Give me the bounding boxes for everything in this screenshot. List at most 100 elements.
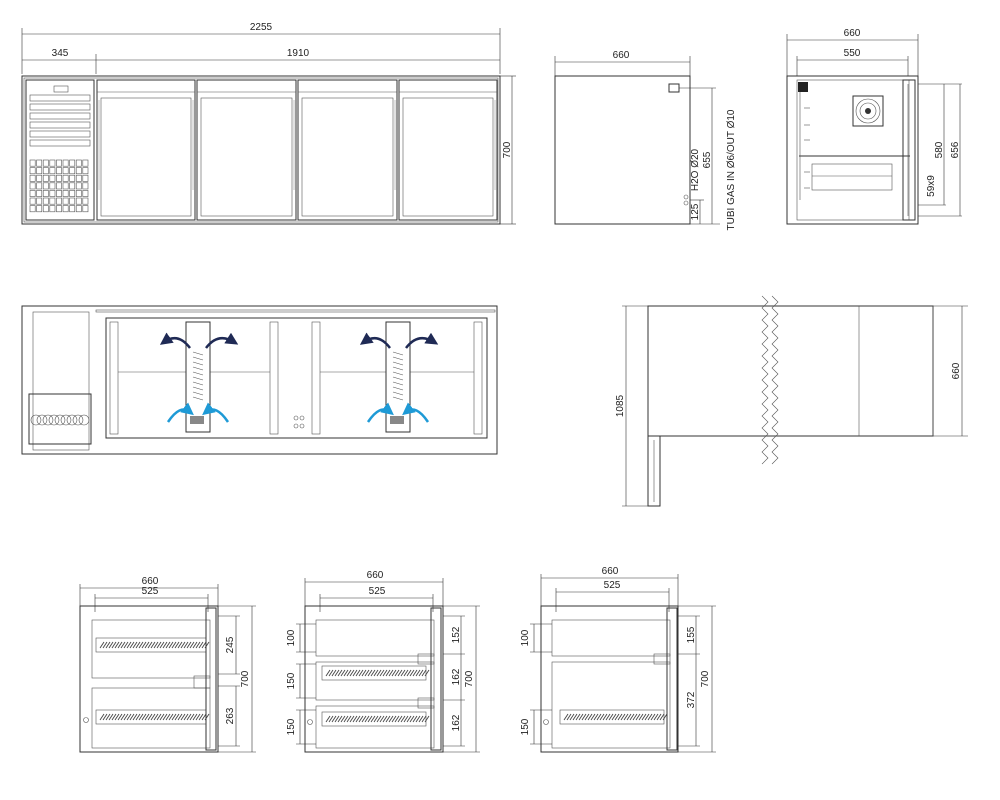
drawer-grille [325, 669, 430, 677]
dim-variant2-height: 700 [464, 670, 475, 687]
ventilation-grille [29, 159, 89, 213]
plan-outline [647, 305, 934, 437]
drawer-2 [315, 661, 435, 701]
glass-door-3 [297, 79, 398, 221]
drawer-upper [91, 619, 211, 679]
dim-variant3-depth: 660 [602, 566, 619, 577]
side-panel [554, 75, 691, 225]
variant-three-drawers: 660 525 700 152 162 162 100 [286, 570, 480, 753]
dim-variant1-upper: 245 [225, 636, 236, 653]
dim-variant2-d1: 152 [451, 626, 462, 643]
variant-drawer-door: 660 525 700 155 372 100 150 [520, 566, 716, 753]
condenser-fan [852, 95, 884, 127]
dim-section-580: 580 [934, 141, 945, 158]
door-edge [205, 607, 217, 751]
drawer-lower [91, 687, 211, 749]
front-elevation-view: 2255 345 1910 700 [21, 22, 516, 225]
break-line [771, 295, 779, 465]
water-connection [668, 83, 680, 93]
dim-variant2-s2: 150 [286, 672, 297, 689]
airflow-in-arrow [402, 402, 430, 423]
fixing-holes [293, 415, 305, 429]
gas-pipe-label: TUBI GAS IN Ø6/OUT Ø10 [726, 109, 737, 230]
drawer-handle [417, 697, 435, 709]
dim-section-inner: 550 [844, 48, 861, 59]
control-panel [25, 79, 95, 221]
door-edge [666, 607, 678, 751]
evaporator-left [185, 321, 211, 433]
dim-variant2-s1: 100 [286, 629, 297, 646]
drawer-grille [325, 715, 430, 723]
compressor-unit [28, 393, 92, 445]
top-section-outline [21, 305, 498, 455]
dim-variant3-height: 700 [700, 670, 711, 687]
drawer-grille [563, 713, 668, 721]
variant3-outline [540, 605, 679, 753]
display-window [53, 85, 69, 93]
door-lower [551, 661, 671, 749]
variant-two-drawers: 660 525 700 245 263 [79, 576, 256, 753]
airflow-out-arrow [359, 332, 391, 349]
dim-variant1-inner: 525 [142, 586, 159, 597]
dim-variant2-depth: 660 [367, 570, 384, 581]
dim-right-section: 1910 [287, 48, 310, 59]
glass-door-2 [196, 79, 297, 221]
dim-plan-length: 1085 [615, 394, 626, 417]
airflow-out-arrow [405, 332, 439, 349]
drawer-top [551, 619, 671, 657]
airflow-in-arrow [366, 402, 394, 423]
dim-plan-depth: 660 [951, 362, 962, 379]
airflow-out-arrow [205, 332, 239, 349]
dim-left-section: 345 [52, 48, 69, 59]
dim-variant2-d2: 162 [451, 668, 462, 685]
airflow-in-arrow [202, 402, 230, 423]
dim-side-height: 655 [702, 151, 713, 168]
dim-section-656: 656 [950, 141, 961, 158]
airflow-in-arrow [166, 402, 194, 423]
dim-variant3-d2: 372 [686, 691, 697, 708]
dim-side-base: 125 [690, 203, 701, 220]
dim-side-depth: 660 [613, 50, 630, 61]
drawer-handle [653, 653, 671, 665]
glass-door-1 [96, 79, 196, 221]
variant1-outline [79, 605, 219, 753]
compressor [811, 163, 893, 191]
section-outline [786, 75, 919, 225]
dim-section-slot: 59x9 [926, 175, 937, 197]
cabinet-light [798, 82, 808, 92]
airflow-out-arrow [159, 332, 191, 349]
dim-section-depth: 660 [844, 28, 861, 39]
dim-variant3-s2: 150 [520, 718, 531, 735]
side-view: 660 655 H2O Ø20 TUBI GAS IN Ø6/OUT Ø10 1… [554, 50, 737, 230]
dim-variant2-d3: 162 [451, 714, 462, 731]
water-pipe-label: H2O Ø20 [690, 148, 701, 191]
dim-variant3-inner: 525 [604, 580, 621, 591]
shelf-sections [109, 321, 483, 435]
plan-view: 1085 660 [615, 295, 968, 507]
drawer-grille [99, 641, 210, 649]
variant2-outline [304, 605, 444, 753]
drawer-3 [315, 705, 435, 749]
break-line [761, 295, 769, 465]
glass-doors [96, 79, 498, 221]
top-section-view [21, 305, 498, 455]
drawer-grille [99, 713, 210, 721]
dim-variant1-depth: 660 [142, 576, 159, 587]
airflow-arrows [159, 332, 439, 423]
evaporator-right [385, 321, 411, 433]
glass-door-4 [398, 79, 498, 221]
shelf-brackets-left [799, 92, 810, 200]
dim-variant2-inner: 525 [369, 586, 386, 597]
cross-section-view: 660 550 [786, 28, 962, 225]
dim-overall-length: 2255 [250, 22, 273, 33]
dim-variant3-s1: 100 [520, 629, 531, 646]
dim-variant3-d1: 155 [686, 626, 697, 643]
door-edge [430, 607, 442, 751]
drawer-handle [417, 653, 435, 665]
cabinet-body [21, 75, 501, 225]
dim-variant1-height: 700 [240, 670, 251, 687]
dim-front-height: 700 [502, 141, 513, 158]
door-profile [902, 79, 916, 221]
dim-variant2-s3: 150 [286, 718, 297, 735]
